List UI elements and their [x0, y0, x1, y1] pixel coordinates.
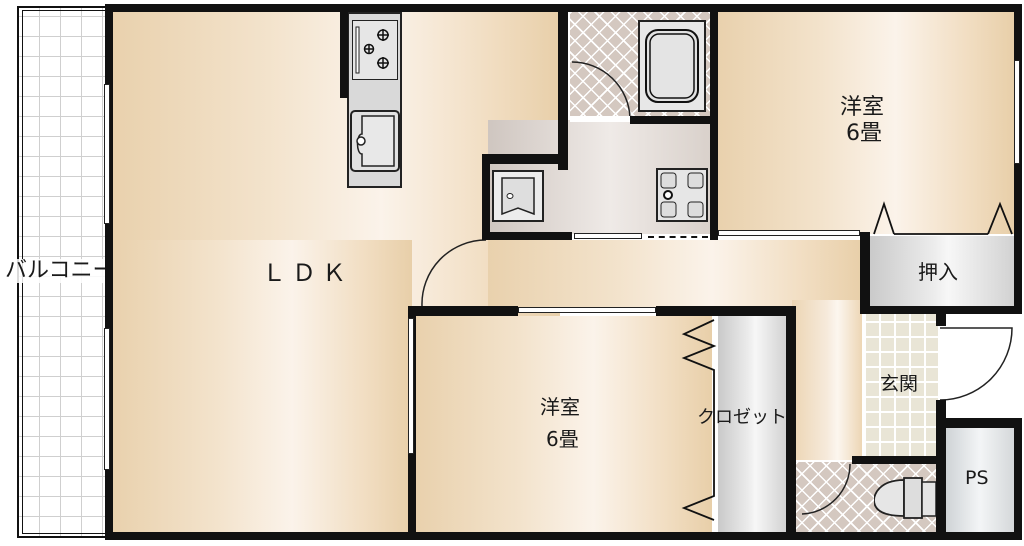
hallway	[488, 240, 862, 310]
ldk-lower	[112, 240, 412, 532]
bathroom-door-swing	[571, 61, 631, 119]
bedroom-south-sliding-door	[518, 307, 656, 313]
hallway-to-genkan	[792, 300, 862, 460]
wall-ps-left	[936, 400, 946, 540]
oshiire-fold-door	[873, 201, 1013, 235]
kitchen-sink-icon	[350, 110, 400, 172]
wall-ps-top	[936, 418, 1022, 428]
bedroom-north	[718, 12, 1014, 234]
wall-bath-right	[710, 12, 718, 240]
genkan	[866, 314, 938, 456]
balcony-window-lower	[104, 328, 110, 470]
entrance-door-swing	[939, 327, 1013, 401]
bedroom-north-window	[1014, 60, 1020, 164]
bedroom-south-label: 洋室	[540, 395, 580, 419]
closet	[718, 316, 786, 532]
closet-label: クロゼット	[697, 407, 787, 428]
wall-toilet-top	[852, 456, 944, 464]
wall-bottom	[105, 532, 1021, 540]
wall-bath-bottom	[630, 116, 714, 124]
wall-closet-right	[786, 306, 796, 540]
wall-genkan-right	[936, 306, 946, 326]
washroom-sliding-door	[574, 233, 642, 239]
bedroom-south-size: 6畳	[546, 427, 579, 451]
wall-bedroom-south-top-right	[656, 306, 794, 316]
kitchen-stove-icon	[352, 20, 398, 80]
wall-wash-top	[482, 154, 568, 164]
ldk-door-swing	[421, 239, 487, 307]
wall-kitchen-left	[340, 12, 348, 98]
washbasin-icon	[492, 170, 544, 222]
bedroom-south-window	[408, 318, 414, 454]
wall-wash-left	[482, 154, 490, 240]
toilet-room	[796, 462, 938, 532]
bedroom-south	[416, 316, 712, 532]
wall-bath-left	[558, 12, 568, 170]
toilet-door-swing	[801, 463, 851, 515]
wall-left	[105, 4, 113, 540]
balcony-label: バルコニー	[3, 258, 117, 284]
washing-machine-pan-icon	[656, 168, 708, 222]
oshiire-label: 押入	[918, 260, 958, 284]
pipe-space	[946, 428, 1014, 532]
genkan-label: 玄関	[880, 373, 919, 395]
toilet-icon	[873, 474, 938, 522]
bedroom-north-size: 6畳	[846, 121, 882, 146]
bedroom-north-sliding-door	[718, 230, 860, 236]
closet-fold-door	[681, 319, 717, 521]
wall-bedroom-south-top	[408, 306, 518, 316]
bedroom-north-label: 洋室	[840, 95, 885, 120]
wall-right-bottom	[1014, 420, 1022, 540]
oshiire	[868, 236, 1014, 308]
bathtub-icon	[638, 20, 706, 112]
wall-bedroom-north-bottom	[860, 232, 870, 314]
pipe-space-label: PS	[965, 467, 989, 489]
balcony-window-upper	[104, 84, 110, 224]
wall-wash-bottom	[482, 232, 572, 240]
washroom-door-dashed	[648, 236, 708, 238]
ldk-label: ＬＤＫ	[262, 259, 352, 287]
bathroom-door-opening	[570, 116, 630, 122]
wall-top	[105, 4, 1021, 12]
